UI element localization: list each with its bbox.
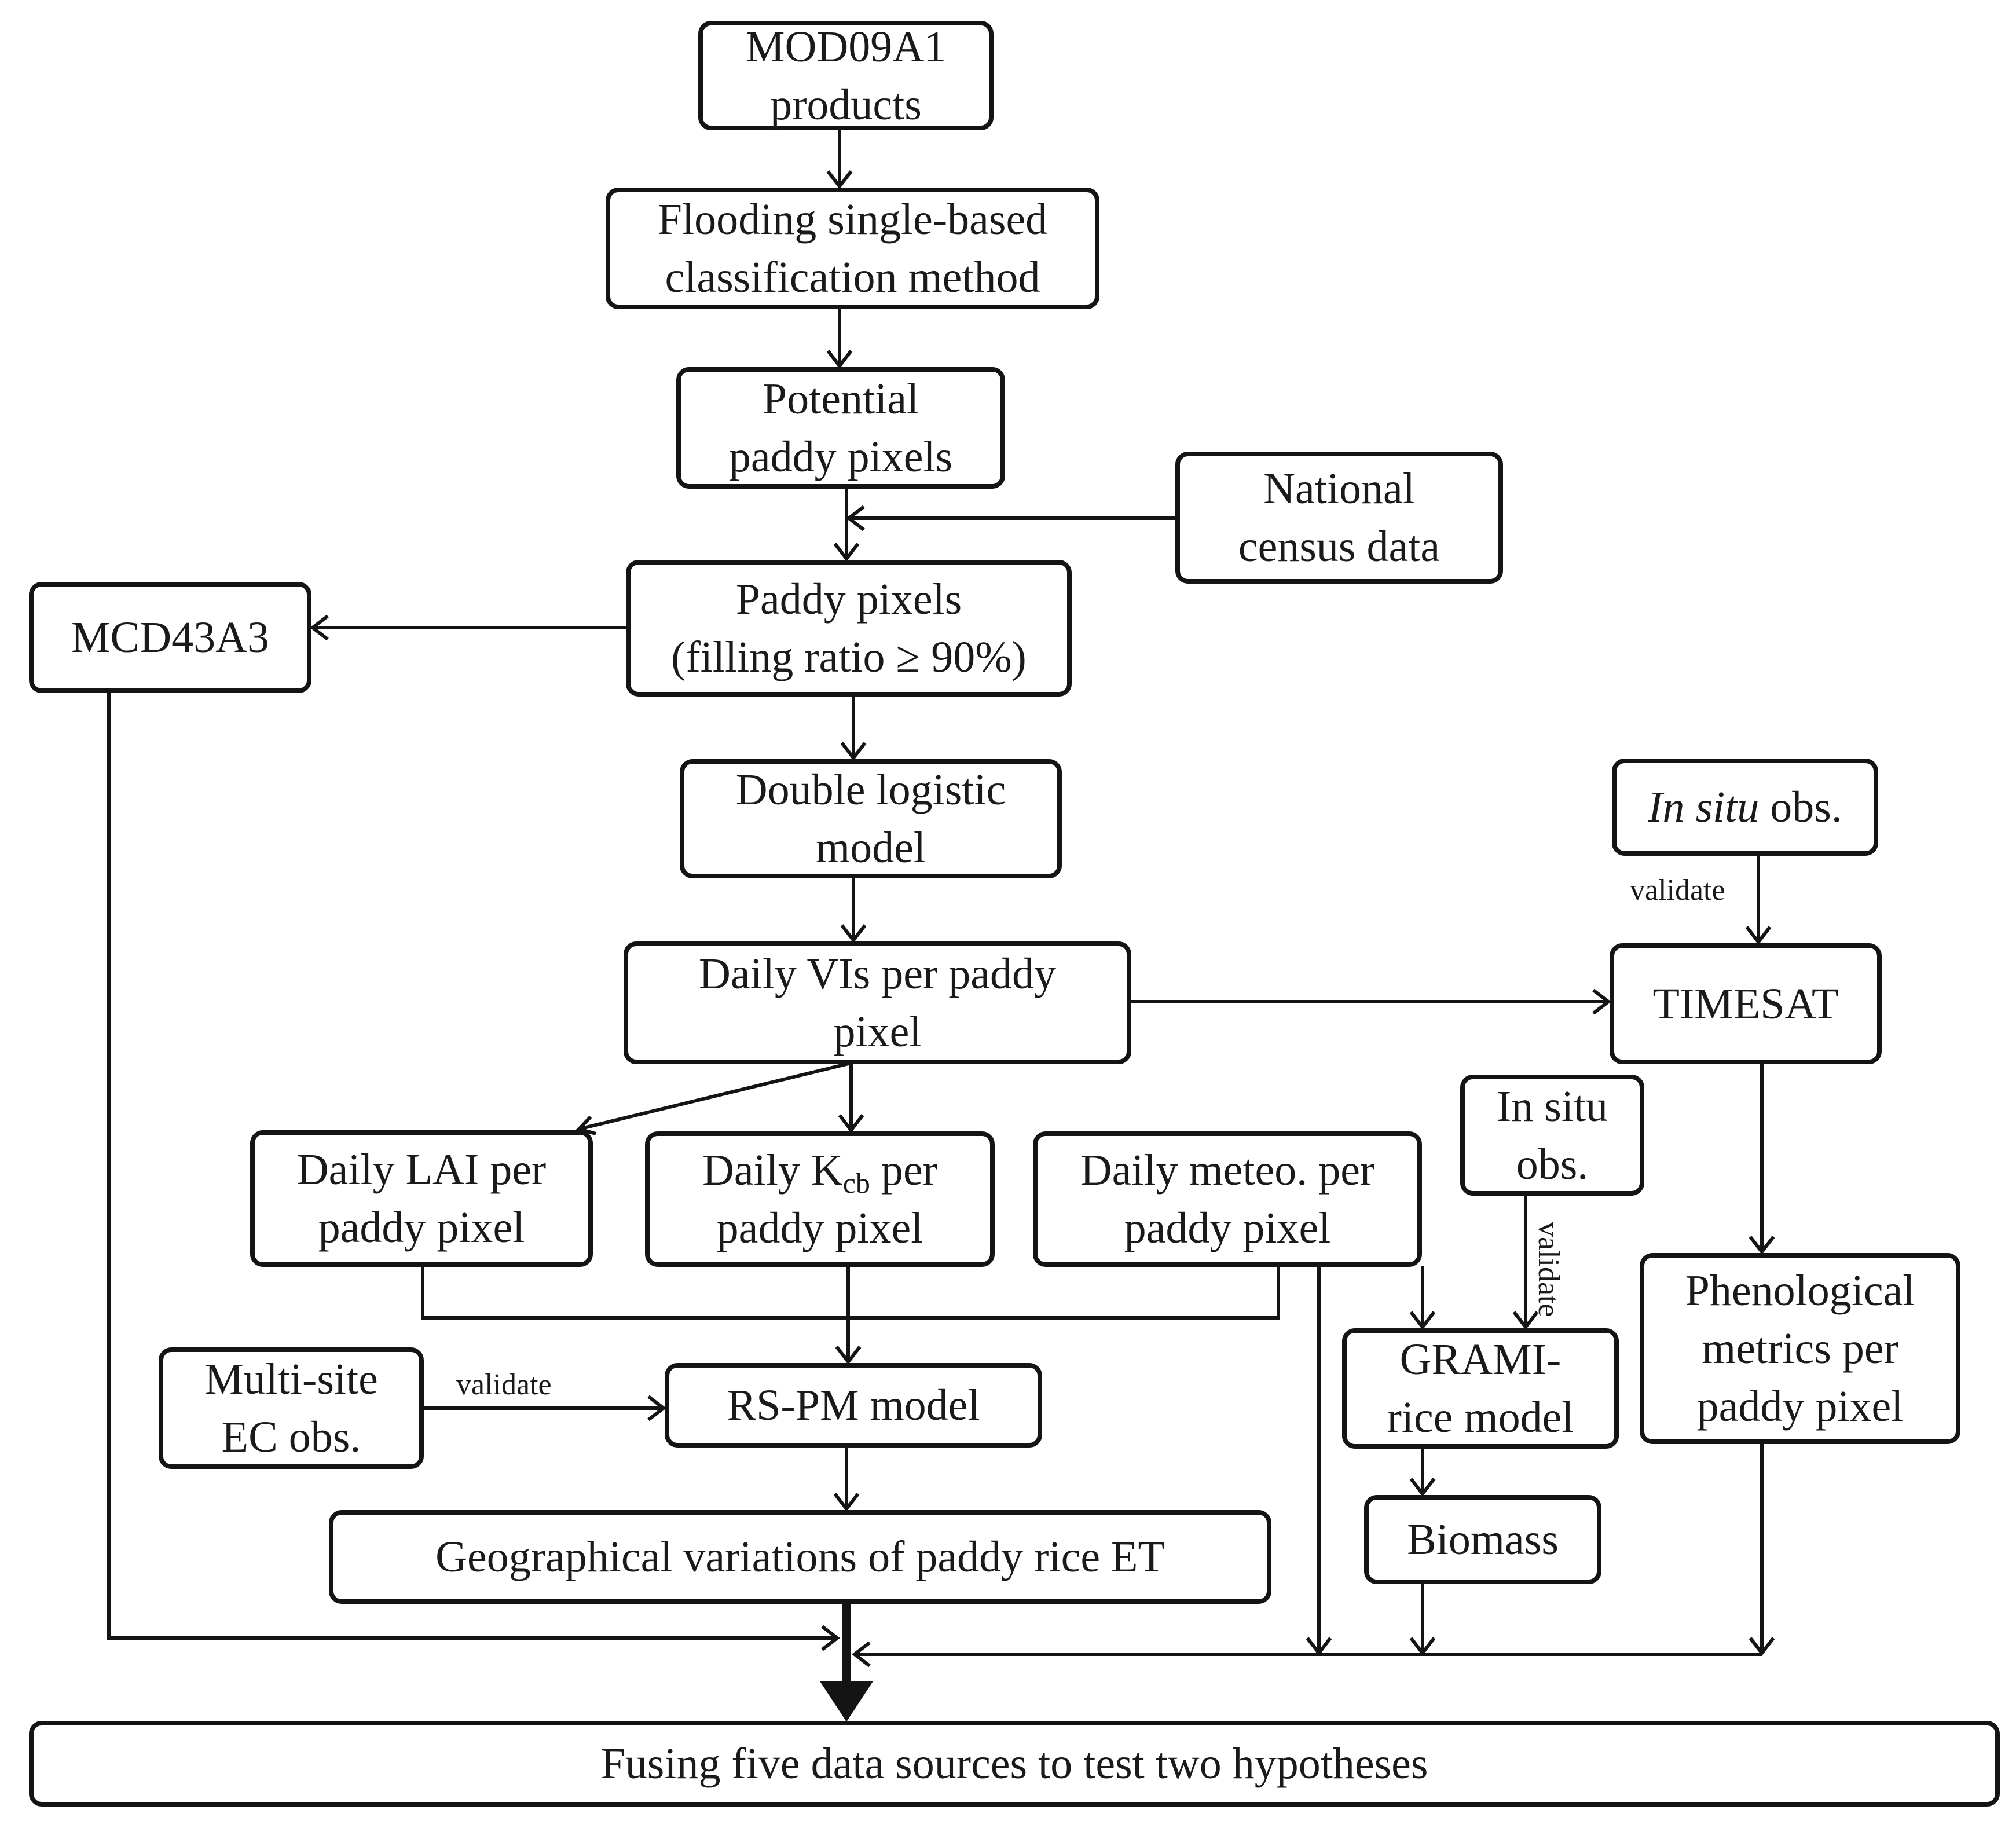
- node-census-line1: National: [1263, 464, 1415, 513]
- node-potential-line2: paddy pixels: [728, 433, 953, 481]
- node-insitu-top-italic: In situ: [1648, 783, 1760, 831]
- node-multisite[interactable]: Multi-site EC obs.: [159, 1347, 424, 1469]
- edge-dailyvis-dailylai: [578, 1061, 852, 1131]
- node-daily-vis[interactable]: Daily VIs per paddy pixel: [624, 941, 1131, 1064]
- arrowhead: [838, 1114, 864, 1133]
- node-insitu-mid[interactable]: In situ obs.: [1460, 1075, 1644, 1196]
- node-grami[interactable]: GRAMI-rice model: [1342, 1328, 1619, 1449]
- arrowhead: [1592, 988, 1611, 1015]
- node-potential[interactable]: Potential paddy pixels: [676, 367, 1005, 489]
- arrowhead: [647, 1395, 666, 1421]
- node-biomass-label: Biomass: [1407, 1515, 1559, 1564]
- node-daily-kcb-line1: Daily Kcb per: [702, 1141, 937, 1199]
- node-daily-kcb-sub: cb: [842, 1167, 870, 1199]
- arrowhead: [826, 350, 853, 369]
- edge-lai-join: [421, 1266, 1280, 1320]
- edge-label-validate-rspm: validate: [456, 1368, 552, 1401]
- arrowhead: [1409, 1311, 1436, 1330]
- node-daily-lai-line1: Daily LAI per: [296, 1145, 547, 1194]
- node-phenological-line3: paddy pixel: [1696, 1382, 1904, 1431]
- node-flooding-line1: Flooding single-based: [657, 195, 1048, 244]
- arrowhead: [833, 1493, 860, 1512]
- node-multisite-line2: EC obs.: [221, 1413, 361, 1461]
- node-insitu-top[interactable]: In situ obs.: [1612, 759, 1878, 856]
- node-grami-line1: GRAMI-: [1399, 1335, 1562, 1384]
- node-mcd43a3-label: MCD43A3: [71, 613, 270, 662]
- arrowhead: [1409, 1478, 1436, 1497]
- node-daily-kcb[interactable]: Daily Kcb per paddy pixel: [645, 1131, 995, 1267]
- node-flooding[interactable]: Flooding single-based classification meth…: [606, 188, 1099, 309]
- node-geo-var[interactable]: Geographical variations of paddy rice ET: [329, 1510, 1271, 1604]
- edge-label-validate-grami: validate: [1532, 1222, 1565, 1317]
- node-insitu-top-rest: obs.: [1759, 783, 1842, 831]
- node-mod09a1-line2: products: [770, 80, 922, 129]
- arrowhead: [852, 1641, 871, 1668]
- node-paddy-line1: Paddy pixels: [735, 575, 962, 624]
- arrowhead-thick: [820, 1681, 873, 1722]
- node-daily-vis-line2: pixel: [833, 1007, 922, 1056]
- arrowhead: [840, 742, 867, 761]
- node-fusing-label: Fusing five data sources to test two hyp…: [600, 1739, 1428, 1788]
- arrowhead: [310, 614, 329, 641]
- node-grami-line2: rice model: [1387, 1393, 1574, 1442]
- node-census-line2: census data: [1238, 522, 1440, 571]
- node-fusing[interactable]: Fusing five data sources to test two hyp…: [29, 1721, 2000, 1807]
- node-geo-var-label: Geographical variations of paddy rice ET: [435, 1533, 1165, 1581]
- node-timesat-label: TIMESAT: [1652, 979, 1839, 1028]
- node-daily-meteo-line2: paddy pixel: [1124, 1204, 1331, 1252]
- node-phenological[interactable]: Phenological metrics per paddy pixel: [1640, 1253, 1960, 1444]
- node-daily-meteo[interactable]: Daily meteo. per paddy pixel: [1033, 1131, 1422, 1267]
- edge-label-validate-timesat: validate: [1630, 874, 1725, 907]
- node-phenological-line1: Phenological: [1685, 1266, 1915, 1315]
- node-double-logistic[interactable]: Double logistic model: [680, 759, 1062, 878]
- node-daily-kcb-post: per: [870, 1146, 937, 1195]
- node-rspm-label: RS-PM model: [727, 1381, 980, 1430]
- arrowhead: [1512, 1311, 1539, 1330]
- node-rspm[interactable]: RS-PM model: [665, 1363, 1042, 1448]
- node-double-logistic-line2: model: [816, 823, 926, 872]
- node-paddy[interactable]: Paddy pixels (filling ratio ≥ 90%): [626, 560, 1072, 697]
- node-phenological-line2: metrics per: [1702, 1324, 1898, 1373]
- edge-mcd43a3-collector: [107, 692, 837, 1640]
- arrowhead: [840, 924, 867, 943]
- arrowhead: [821, 1625, 840, 1651]
- arrowhead: [1745, 926, 1772, 945]
- node-timesat[interactable]: TIMESAT: [1610, 943, 1882, 1064]
- node-daily-kcb-pre: Daily K: [702, 1146, 843, 1195]
- node-insitu-mid-line2: obs.: [1516, 1140, 1589, 1189]
- node-census[interactable]: National census data: [1175, 452, 1503, 584]
- node-potential-line1: Potential: [762, 375, 919, 423]
- node-daily-meteo-line1: Daily meteo. per: [1080, 1146, 1375, 1195]
- arrowhead: [576, 1115, 596, 1135]
- node-mcd43a3[interactable]: MCD43A3: [29, 582, 311, 693]
- node-flooding-line2: classification method: [665, 253, 1040, 302]
- node-insitu-mid-line1: In situ: [1496, 1082, 1608, 1131]
- node-daily-vis-line1: Daily VIs per paddy: [698, 950, 1057, 998]
- node-multisite-line1: Multi-site: [204, 1355, 378, 1404]
- node-biomass[interactable]: Biomass: [1364, 1495, 1601, 1584]
- arrowhead: [846, 505, 865, 532]
- node-mod09a1-line1: MOD09A1: [745, 22, 947, 71]
- node-daily-lai[interactable]: Daily LAI per paddy pixel: [250, 1130, 593, 1267]
- node-daily-kcb-line2: paddy pixel: [716, 1204, 923, 1252]
- node-double-logistic-line1: Double logistic: [735, 765, 1006, 814]
- node-paddy-line2: (filling ratio ≥ 90%): [671, 633, 1027, 681]
- arrowhead: [1749, 1236, 1775, 1255]
- arrowhead: [833, 543, 860, 562]
- arrowhead: [826, 170, 853, 189]
- arrowhead: [835, 1346, 862, 1365]
- node-mod09a1[interactable]: MOD09A1 products: [698, 21, 994, 130]
- node-daily-lai-line2: paddy pixel: [318, 1203, 525, 1252]
